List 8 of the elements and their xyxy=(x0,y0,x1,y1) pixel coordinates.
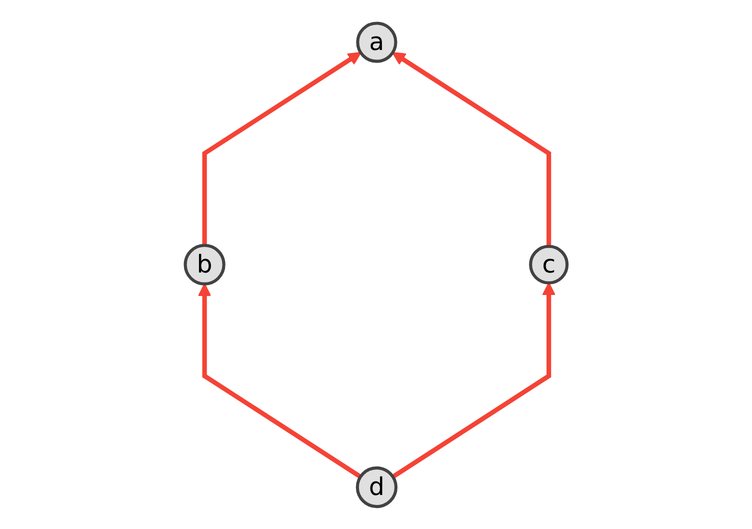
arrow xyxy=(391,282,556,478)
node-circle: a xyxy=(356,21,398,62)
node-circle: d xyxy=(356,466,398,508)
arrow xyxy=(202,52,362,245)
arrow xyxy=(198,282,362,478)
node-circle: b xyxy=(184,243,226,286)
node-circle: c xyxy=(528,244,568,284)
arrow xyxy=(392,52,551,246)
